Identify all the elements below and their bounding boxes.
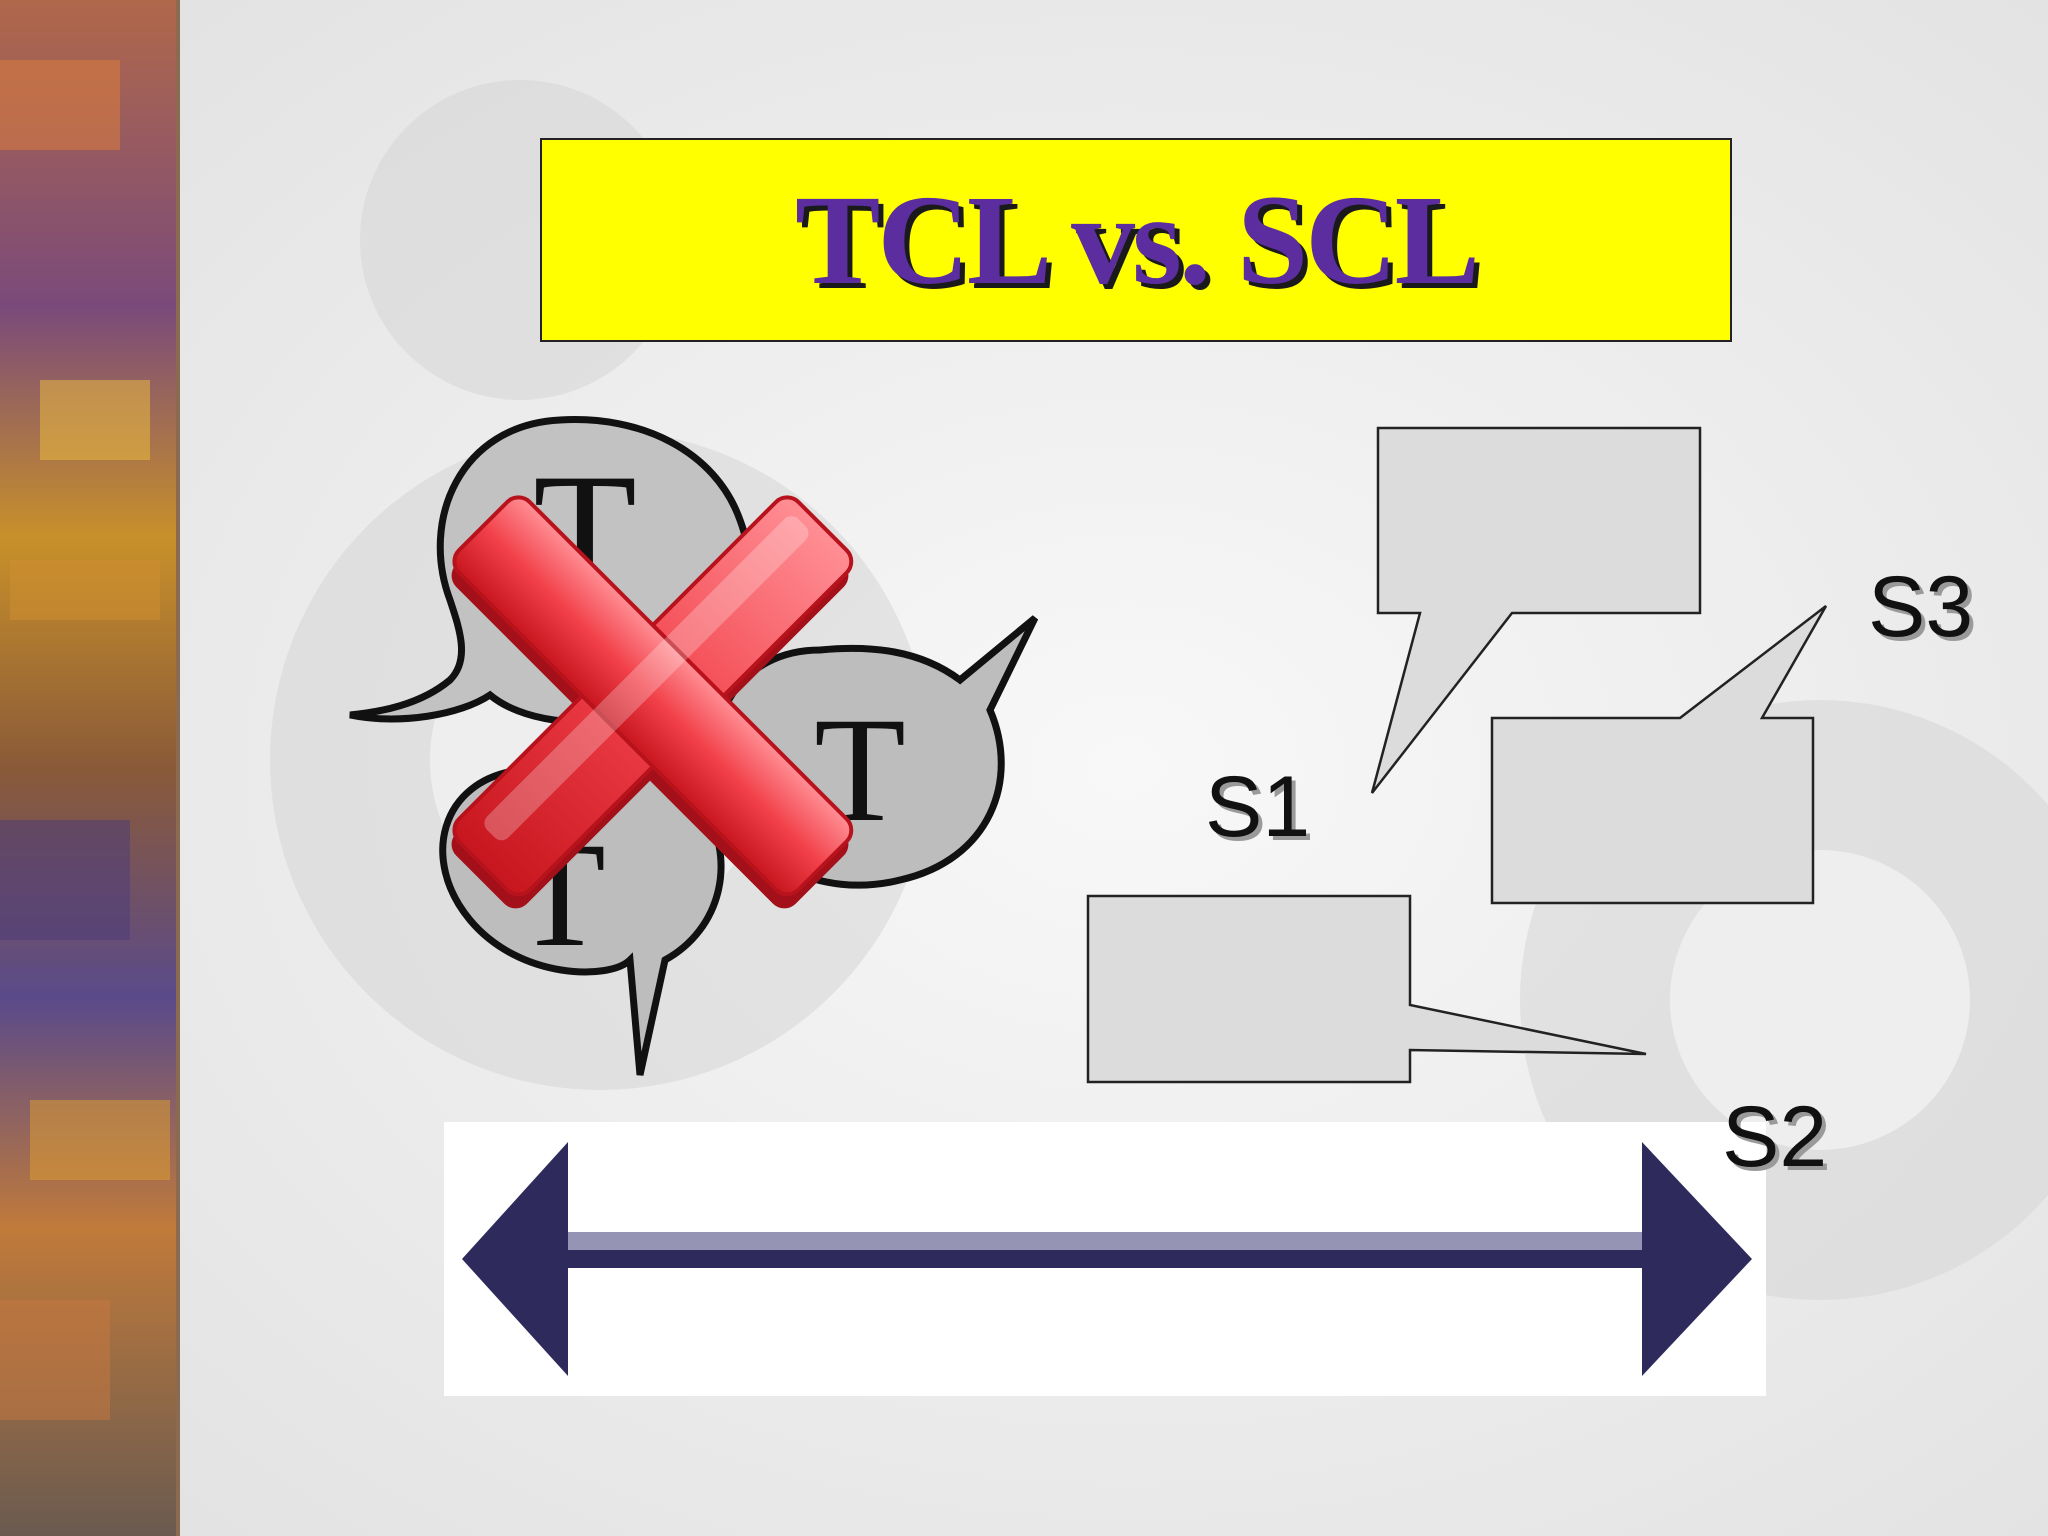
double-headed-arrow <box>462 1142 1752 1376</box>
callout-s3 <box>1490 605 1828 905</box>
strip-texture <box>0 60 170 1420</box>
speaker-label-s2: S2 <box>1722 1089 1828 1185</box>
strip-edge <box>176 0 180 1536</box>
red-x-icon <box>451 495 854 909</box>
speaker-label-s3: S3 <box>1868 559 1974 655</box>
slide-title: TCL vs. SCL <box>795 168 1480 311</box>
title-banner: TCL vs. SCL <box>540 138 1732 342</box>
speaker-label-s1: S1 <box>1205 759 1311 855</box>
callout-s2 <box>1086 894 1647 1084</box>
callout-s1 <box>1370 426 1702 794</box>
left-decorative-strip <box>0 0 180 1536</box>
